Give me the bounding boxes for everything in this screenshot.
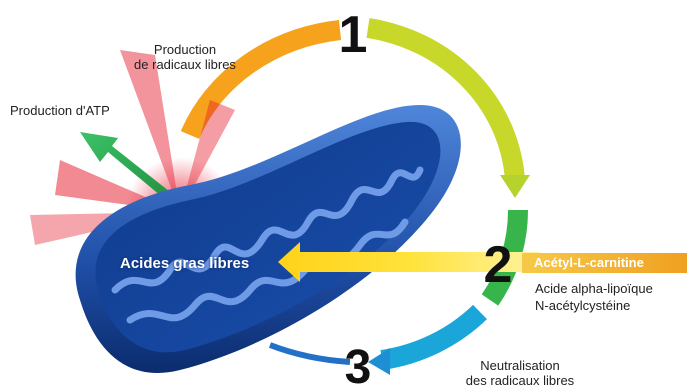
label-production-radicaux: Production de radicaux libres <box>130 42 240 72</box>
label-neutralisation-line2: des radicaux libres <box>465 373 575 388</box>
cycle-ring <box>180 18 530 375</box>
cycle-arc-top <box>180 20 342 140</box>
cycle-arc-bottom <box>380 304 487 370</box>
nutrient-acetyl-carnitine: Acétyl-L-carnitine <box>534 255 644 270</box>
step-3-number: 3 <box>345 341 372 390</box>
nutrient-alpha-lipoique: Acide alpha-lipoïque <box>535 281 653 296</box>
step-2-number: 2 <box>484 236 513 294</box>
label-neutralisation: Neutralisation des radicaux libres <box>455 358 585 388</box>
mito-cristae <box>111 166 424 324</box>
acides-gras-arrow <box>278 242 540 282</box>
label-production-atp: Production d'ATP <box>10 103 110 118</box>
step-1-number: 1 <box>339 6 368 64</box>
nutrient-n-acetylcysteine: N-acétylcystéine <box>535 298 631 313</box>
mitochondrion <box>75 105 461 373</box>
label-production-radicaux-line2: de radicaux libres <box>134 57 236 72</box>
label-neutralisation-line1: Neutralisation <box>480 358 560 373</box>
cycle-arrowhead-3 <box>368 348 390 375</box>
cycle-arc-topright <box>366 18 525 181</box>
cycle-arc-bottom-tail <box>268 342 351 365</box>
cycle-arrowhead-1 <box>500 175 530 198</box>
nutrient-banner: Acétyl-L-carnitine <box>522 253 687 273</box>
atp-arrow <box>80 132 184 210</box>
label-acides-gras: Acides gras libres <box>120 255 250 272</box>
label-production-radicaux-line1: Production <box>153 42 217 57</box>
